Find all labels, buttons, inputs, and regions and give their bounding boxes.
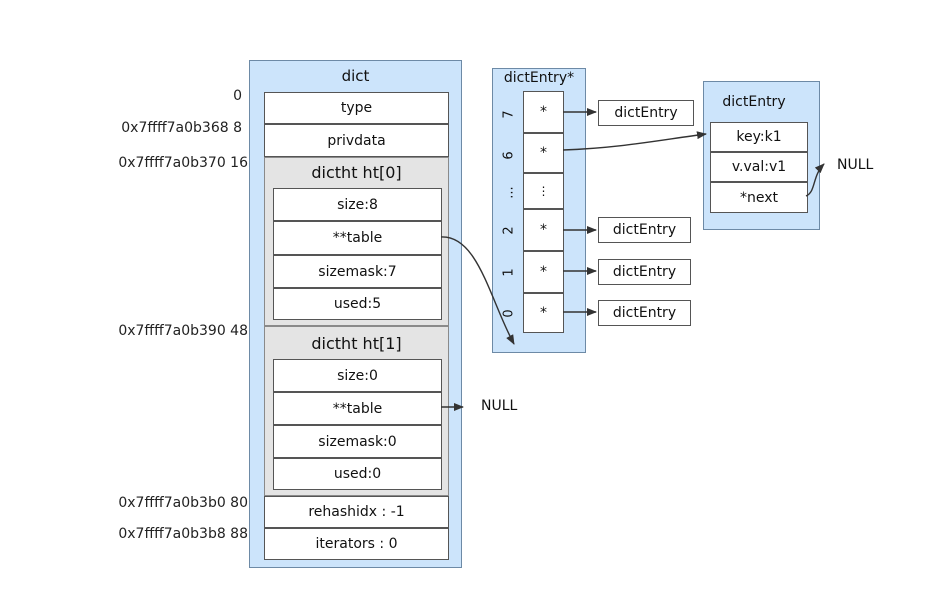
dictentry-array-title: dictEntry* xyxy=(503,70,575,86)
dictht-ht0-title: dictht ht[0] xyxy=(311,162,402,182)
address-8: 0x7ffff7a0b368 8 xyxy=(121,120,242,136)
dictentry-detail: dictEntry key:k1 v.val:v1 *next xyxy=(703,81,820,230)
dictentry-val: v.val:v1 xyxy=(710,152,808,182)
dictentry-box-1: dictEntry xyxy=(598,259,691,285)
ht1-size: size:0 xyxy=(273,359,442,392)
dict-field-type: type xyxy=(264,92,449,124)
arrow-ht0-table-to-array xyxy=(440,236,515,345)
dict-field-privdata: privdata xyxy=(264,124,449,157)
dictht-ht0: dictht ht[0] size:8 **table sizemask:7 u… xyxy=(264,157,449,326)
array-slot-0: * xyxy=(523,293,564,333)
ht0-used: used:5 xyxy=(273,288,442,320)
ht1-sizemask: sizemask:0 xyxy=(273,425,442,458)
arrow-next-to-null xyxy=(805,163,825,197)
array-slot-1: * xyxy=(523,251,564,293)
dictht-ht1-title: dictht ht[1] xyxy=(311,333,402,353)
dictht-ht1: dictht ht[1] size:0 **table sizemask:0 u… xyxy=(264,326,449,496)
dictentry-next: *next xyxy=(710,182,808,213)
address-48: 0x7ffff7a0b390 48 xyxy=(118,323,248,339)
address-0: 0 xyxy=(233,88,242,104)
dictentry-detail-title: dictEntry xyxy=(722,94,786,110)
dict-field-rehashidx: rehashidx : -1 xyxy=(264,496,449,528)
address-16: 0x7ffff7a0b370 16 xyxy=(118,155,248,171)
null-next: NULL xyxy=(837,157,874,173)
dictentry-box-2: dictEntry xyxy=(598,217,691,243)
null-ht1-table: NULL xyxy=(481,398,518,414)
address-88: 0x7ffff7a0b3b8 88 xyxy=(118,526,248,542)
ht1-table: **table xyxy=(273,392,442,425)
array-slot-ellipsis: ⋮ xyxy=(523,173,564,209)
dict-struct: dict type privdata dictht ht[0] size:8 *… xyxy=(249,60,462,568)
dictentry-key: key:k1 xyxy=(710,122,808,152)
dict-title: dict xyxy=(341,67,370,85)
dictentry-array: dictEntry* 7 6 ... 2 1 0 * * ⋮ * * * xyxy=(492,68,586,353)
ht0-table: **table xyxy=(273,221,442,255)
dictentry-box-7: dictEntry xyxy=(598,100,694,126)
dictentry-box-0: dictEntry xyxy=(598,300,691,326)
ht1-used: used:0 xyxy=(273,458,442,490)
array-slot-6: * xyxy=(523,133,564,173)
arrow-slot6-to-entry xyxy=(562,131,707,151)
ht0-size: size:8 xyxy=(273,188,442,221)
address-80: 0x7ffff7a0b3b0 80 xyxy=(118,495,248,511)
dict-field-iterators: iterators : 0 xyxy=(264,528,449,560)
ht0-sizemask: sizemask:7 xyxy=(273,255,442,288)
